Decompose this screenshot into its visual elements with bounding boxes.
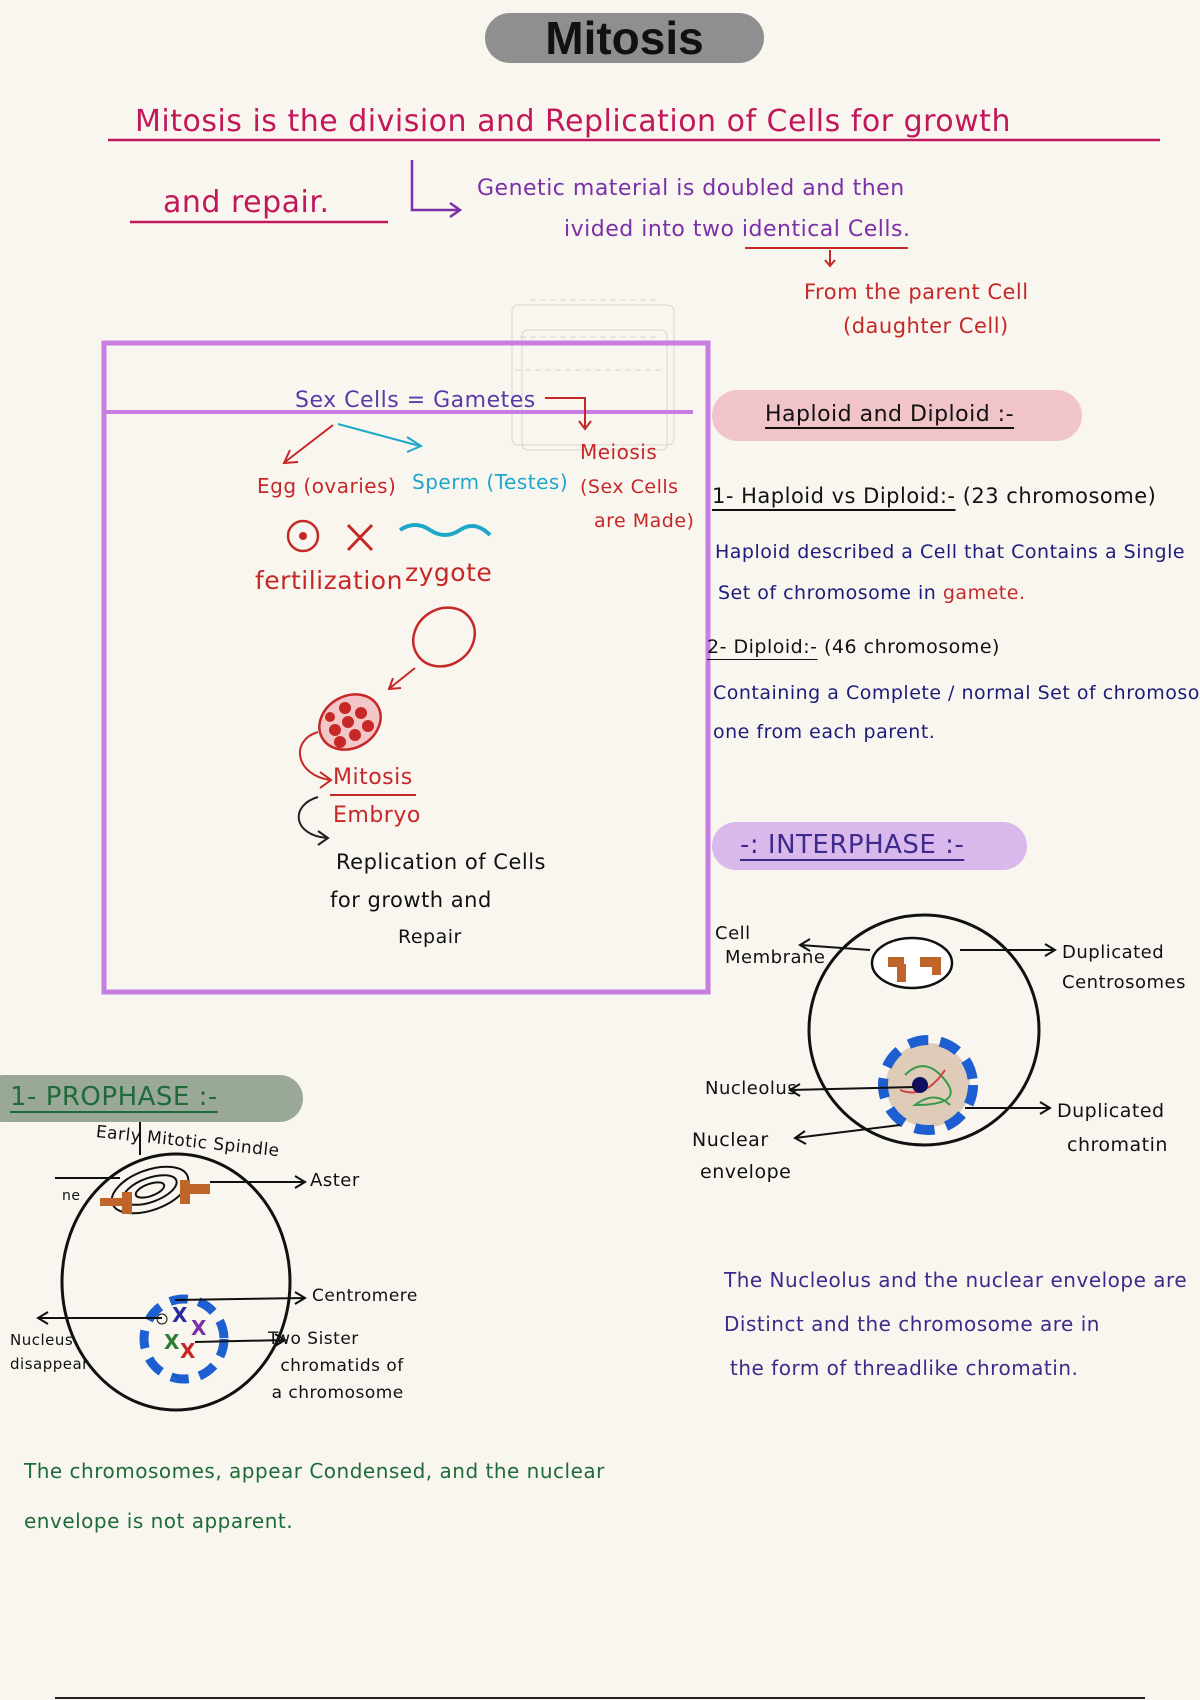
arrow-sperm-icon: [337, 423, 424, 453]
item2-count: (46 chromosome): [824, 636, 1000, 658]
label-line: Nuclear: [692, 1129, 769, 1151]
label-nucleus-disappear: Nucleus disappear: [10, 1328, 89, 1376]
svg-text:X: X: [172, 1303, 188, 1327]
label-sister-chromatids: Two Sister chromatids of a chromosome: [268, 1326, 404, 1407]
sex-cells-heading: Sex Cells = Gametes: [295, 388, 536, 413]
interphase-heading-pill: [712, 822, 1027, 870]
text-line: The chromosomes, appear Condensed, and t…: [24, 1459, 605, 1483]
embryo-icon: [318, 693, 382, 751]
label-cell-membrane: Cell Membrane: [715, 922, 825, 970]
hook-arrow-icon: [410, 160, 463, 219]
arrow-egg-icon: [282, 424, 334, 465]
arrow-meiosis-icon: [545, 397, 592, 431]
label-line: chromatids of: [280, 1356, 404, 1376]
notebook-icon: [511, 299, 675, 451]
svg-text:X: X: [164, 1330, 180, 1354]
label-centromere: Centromere: [312, 1286, 418, 1306]
page-title: Mitosis: [545, 12, 704, 64]
replication-line-1: Replication of Cells: [336, 850, 546, 874]
label-line: chromatin: [1067, 1134, 1168, 1156]
label-line: Centrosomes: [1062, 972, 1187, 993]
label-line: Duplicated: [1062, 942, 1165, 963]
gamete-word: gamete.: [942, 582, 1026, 604]
prophase-text: The chromosomes, appear Condensed, and t…: [24, 1446, 605, 1546]
sperm-label: Sperm (Testes): [412, 470, 569, 494]
arrow-down-icon: [824, 250, 836, 268]
meiosis-note-1: (Sex Cells: [580, 476, 679, 498]
replication-line-2: for growth and: [330, 888, 492, 912]
meiosis-note-2: are Made): [594, 510, 695, 532]
label-line: envelope: [700, 1161, 792, 1183]
definition-line-1: Mitosis is the division and Replication …: [135, 104, 1011, 139]
sperm-icon: [398, 523, 492, 537]
item1-label: 1- Haploid vs Diploid:-: [712, 484, 956, 508]
haploid-text-1: Haploid described a Cell that Contains a…: [715, 541, 1186, 563]
prophase-heading-pill: [0, 1075, 303, 1122]
label-line: Two Sister: [268, 1329, 359, 1349]
replication-line-3: Repair: [398, 926, 462, 948]
haploid-heading-pill: [712, 390, 1082, 441]
text-line: The Nucleolus and the nuclear envelope a…: [724, 1268, 1188, 1292]
egg-icon: [286, 519, 320, 553]
prophase-cell-diagram: X X X X: [36, 1106, 307, 1412]
genetic-note-line-2: ivided into two identical Cells.: [564, 217, 910, 242]
gametes-box: [101, 340, 711, 995]
text-prefix: Set of chromosome in: [718, 582, 937, 604]
label-line: Duplicated: [1057, 1100, 1165, 1122]
label-aster: Aster: [310, 1170, 360, 1191]
diploid-text-2: one from each parent.: [713, 721, 936, 743]
haploid-item-1: 1- Haploid vs Diploid:- (23 chromosome): [712, 484, 1156, 508]
text-line: the form of threadlike chromatin.: [730, 1356, 1079, 1380]
diploid-text-1: Containing a Complete / normal Set of ch…: [713, 682, 1200, 704]
from-parent-line-1: From the parent Cell: [804, 280, 1029, 304]
label-line: Nucleus: [10, 1331, 74, 1349]
label-ne: ne: [62, 1188, 81, 1204]
prophase-heading: 1- PROPHASE :-: [10, 1082, 218, 1112]
text-line: envelope is not apparent.: [24, 1509, 294, 1533]
mitosis-label: Mitosis: [333, 765, 413, 790]
note-prefix: ivided into two: [564, 217, 735, 242]
label-nucleolus: Nucleolus: [705, 1078, 798, 1099]
svg-text:X: X: [191, 1316, 207, 1340]
fertilization-label: fertilization: [255, 566, 403, 595]
label-line: disappear: [10, 1355, 89, 1373]
meiosis-label: Meiosis: [580, 440, 658, 464]
label-line: a chromosome: [271, 1383, 404, 1403]
label-chromatin: Duplicated chromatin: [1057, 1094, 1168, 1162]
genetic-note-line-1: Genetic material is doubled and then: [477, 176, 905, 201]
item1-count: (23 chromosome): [962, 484, 1157, 508]
label-centrosomes: Duplicated Centrosomes: [1062, 938, 1186, 998]
interphase-heading: -: INTERPHASE :-: [740, 830, 965, 860]
note-suffix: Cells.: [847, 217, 911, 242]
definition-line-2: and repair.: [163, 185, 330, 220]
label-line: Cell: [715, 923, 751, 944]
text-line: Distinct and the chromosome are in: [724, 1312, 1100, 1336]
label-line: Membrane: [725, 947, 826, 968]
embryo-label: Embryo: [333, 803, 421, 828]
diploid-item-2: 2- Diploid:- (46 chromosome): [707, 636, 1000, 658]
haploid-heading: Haploid and Diploid :-: [765, 402, 1015, 427]
zygote-label: zygote: [405, 558, 493, 587]
identical-word: identical: [741, 217, 841, 242]
egg-label: Egg (ovaries): [257, 474, 397, 498]
label-nuclear-envelope: Nuclear envelope: [692, 1124, 791, 1188]
item2-label: 2- Diploid:-: [707, 636, 818, 658]
from-parent-line-2: (daughter Cell): [843, 314, 1009, 338]
interphase-cell-diagram: [788, 913, 1057, 1147]
arrow-mitosis-icon: [299, 731, 333, 789]
arrow-replication-icon: [297, 796, 330, 846]
arrow-embryo-icon: [387, 667, 416, 691]
interphase-text: The Nucleolus and the nuclear envelope a…: [724, 1258, 1187, 1390]
cross-icon: [346, 523, 374, 552]
zygote-icon: [412, 606, 476, 668]
svg-text:X: X: [180, 1339, 196, 1363]
haploid-text-2: Set of chromosome in gamete.: [718, 582, 1025, 604]
title-pill: [485, 13, 764, 63]
